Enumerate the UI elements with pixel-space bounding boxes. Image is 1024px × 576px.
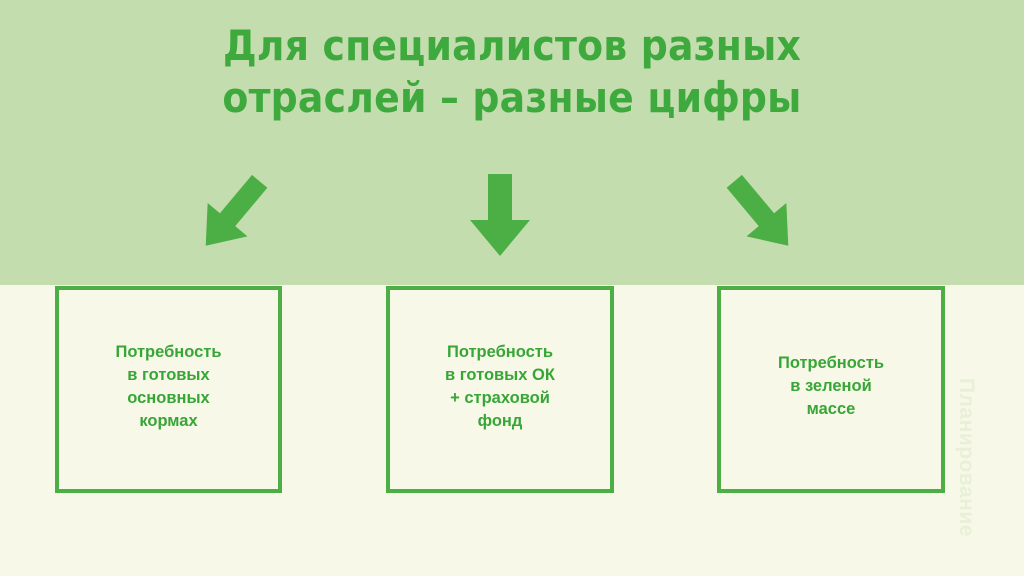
concept-box-label: Потребность в зеленой массе: [777, 354, 885, 418]
concept-box-ready-basic-feeds: Потребность в готовых основных кормах: [55, 286, 282, 493]
concept-box-green-mass: Потребность в зеленой массе: [717, 286, 945, 493]
concept-box-label: Потребность в готовых ОК + страховой фон…: [445, 342, 555, 430]
concept-box-ready-ok-plus-reserve: Потребность в готовых ОК + страховой фон…: [386, 286, 614, 493]
concept-box-label: Потребность в готовых основных кормах: [115, 342, 222, 430]
vertical-watermark: Планирование: [955, 378, 978, 537]
arrow-down-right-icon: [712, 164, 808, 260]
slide-title: Для специалистов разных отраслей – разны…: [222, 21, 802, 122]
arrow-down-icon: [452, 164, 548, 260]
arrow-down-left-icon: [186, 164, 282, 260]
